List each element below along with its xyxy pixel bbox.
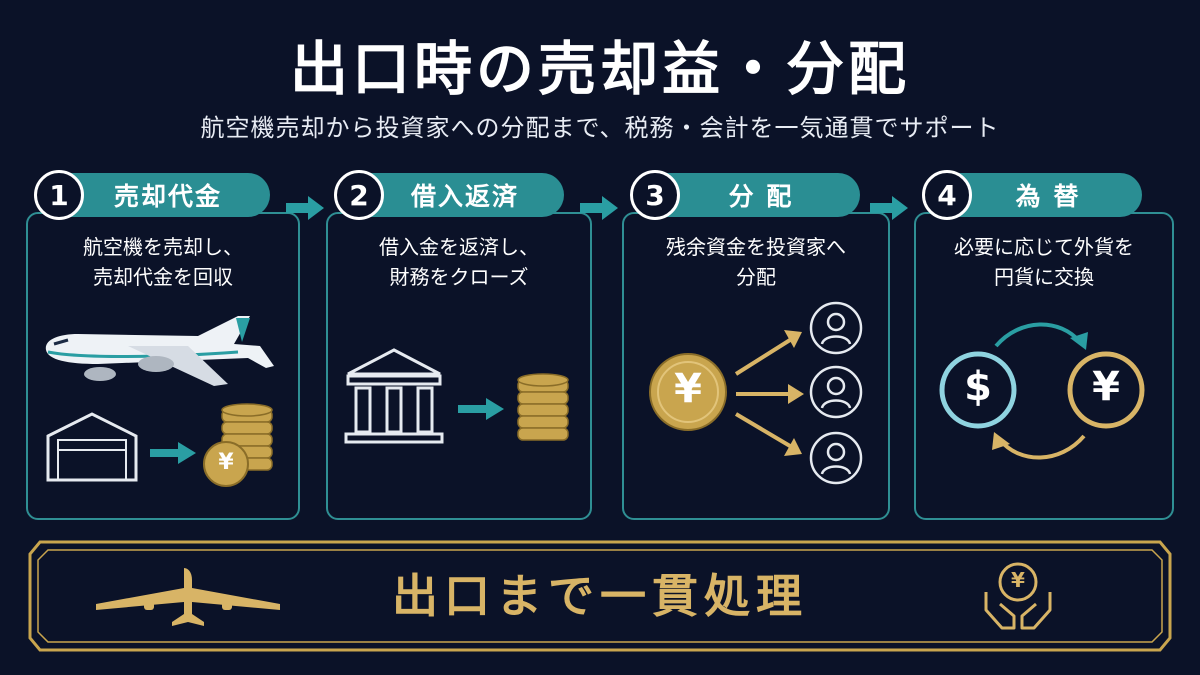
distribution-arrows-icon	[734, 330, 804, 456]
exchange-arrow-top-icon	[994, 322, 1088, 350]
transfer-arrow-icon	[458, 398, 504, 420]
page-subtitle: 航空機売却から投資家への分配まで、税務・会計を一気通貫でサポート	[200, 114, 1000, 142]
dollar-coin-icon	[939, 351, 1017, 429]
yen-coin-icon	[1067, 351, 1145, 429]
investor-icon	[809, 365, 863, 419]
banner-text: 出口まで一貫処理	[392, 569, 808, 623]
hangar-icon	[46, 412, 138, 482]
dollar-symbol: $	[964, 364, 992, 410]
step-number-3: 3	[630, 170, 680, 220]
step-arrow-icon	[286, 196, 324, 220]
step-description-3: 残余資金を投資家へ分配	[666, 235, 846, 289]
yen-coin-icon	[649, 353, 727, 431]
yen-symbol: ¥	[674, 366, 702, 412]
airplane-topview-icon	[96, 568, 280, 626]
yen-symbol: ¥	[218, 450, 234, 475]
yen-symbol: ¥	[1092, 364, 1120, 410]
bank-icon	[344, 348, 444, 444]
coin-stack-icon	[203, 403, 273, 487]
investor-icon	[809, 301, 863, 355]
yen-symbol: ¥	[1011, 568, 1025, 592]
step-description-4: 必要に応じて外貨を円貨に交換	[954, 235, 1134, 289]
investor-icon	[809, 431, 863, 485]
step-arrow-icon	[580, 196, 618, 220]
step-label-1: 売却代金	[66, 173, 270, 217]
exchange-arrow-bottom-icon	[992, 432, 1086, 460]
step-description-2: 借入金を返済し、財務をクローズ	[379, 235, 539, 289]
page-title: 出口時の売却益・分配	[289, 35, 910, 103]
step-description-1: 航空機を売却し、売却代金を回収	[83, 235, 243, 289]
step-label-2: 借入返済	[366, 173, 564, 217]
step-number-1: 1	[34, 170, 84, 220]
step-arrow-icon	[870, 196, 908, 220]
airplane-icon	[45, 316, 274, 386]
transfer-arrow-icon	[150, 442, 196, 464]
coin-stack-icon	[517, 373, 569, 441]
hands-coin-icon	[984, 562, 1052, 630]
step-number-4: 4	[922, 170, 972, 220]
banner-frame	[28, 540, 1172, 652]
step-number-2: 2	[334, 170, 384, 220]
step-label-4: 為 替	[954, 173, 1142, 217]
step-label-3: 分 配	[662, 173, 860, 217]
